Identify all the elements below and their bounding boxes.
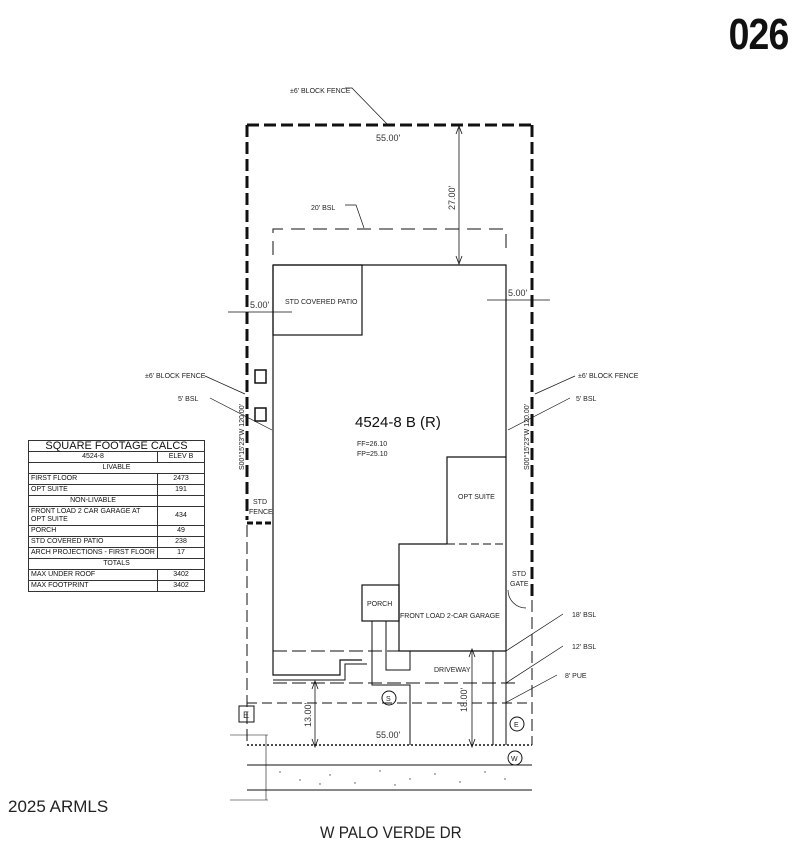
std-fence-label: STD <box>253 499 267 506</box>
house-inner-step <box>273 663 367 681</box>
right-side-dim-label: 5.00' <box>508 288 528 298</box>
copyright: 2025 ARMLS <box>8 797 109 816</box>
front-width-dim: 55.00' <box>376 730 401 740</box>
row-value: 434 <box>157 506 205 526</box>
row-label: MAX FOOTPRINT <box>28 580 158 592</box>
left-bearing-dim: S00°15'23"W 120.00' <box>238 404 246 470</box>
ff-label: FF=26.10 <box>357 441 387 448</box>
meter-icon <box>254 369 267 384</box>
left-bsl-label: 5' BSL <box>178 396 199 403</box>
driveway-label: DRIVEWAY <box>434 667 471 674</box>
front-13-dim-label: 13.00' <box>303 702 313 727</box>
right-bsl-label: 5' BSL <box>576 396 597 403</box>
row-value: 238 <box>157 536 205 548</box>
front-18-dim-label: 18.00' <box>459 687 469 712</box>
garage-label: FRONT LOAD 2-CAR GARAGE <box>400 613 500 620</box>
garage <box>398 543 506 652</box>
row-value: 191 <box>157 484 205 496</box>
section-livable: LIVABLE <box>28 462 205 474</box>
porch-label: PORCH <box>367 601 392 608</box>
std-gate-label-2: GATE <box>510 581 529 588</box>
porch <box>361 584 400 622</box>
section-non-livable: NON-LIVABLE <box>28 495 158 507</box>
front-13-dim <box>311 679 319 749</box>
sewer-icon <box>381 690 397 706</box>
table-elev: ELEV B <box>157 451 205 463</box>
row-label: MAX UNDER ROOF <box>28 569 158 581</box>
row-value: 17 <box>157 547 205 559</box>
electric-label: E <box>514 722 519 729</box>
street-curb <box>247 764 532 791</box>
bsl-18-label: 18' BSL <box>572 612 596 619</box>
std-fence-label-2: FENCE <box>249 509 273 516</box>
water-label: W <box>511 756 518 763</box>
covered-patio <box>272 264 363 336</box>
walkway <box>371 621 411 745</box>
opt-suite-label: OPT SUITE <box>458 494 495 501</box>
row-label: OPT SUITE <box>28 484 158 496</box>
row-value: 3402 <box>157 580 205 592</box>
fp-label: FP=25.10 <box>357 451 388 458</box>
electric-box <box>238 705 255 723</box>
rear-setback-dim-label: 27.00' <box>447 185 457 210</box>
left-side-dim-label: 5.00' <box>250 300 270 310</box>
row-value: 3402 <box>157 569 205 581</box>
electric-box-label: E <box>243 710 249 720</box>
row-label: ARCH PROJECTIONS - FIRST FLOOR <box>28 547 158 559</box>
model-label: 4524-8 B (R) <box>355 414 441 431</box>
patio-label: STD COVERED PATIO <box>285 299 358 306</box>
sewer-label: S <box>386 696 391 703</box>
row-label: FIRST FLOOR <box>28 473 158 485</box>
right-bearing-dim: S00°15'23"W 120.00' <box>523 404 531 470</box>
bsl-12-label: 12' BSL <box>572 644 596 651</box>
row-value: 2473 <box>157 473 205 485</box>
pue-label: 8' PUE <box>565 673 587 680</box>
gate-swing <box>507 589 527 609</box>
row-label: FRONT LOAD 2 CAR GARAGE AT OPT SUITE <box>28 506 158 526</box>
sidewalk-stipple <box>279 770 506 786</box>
opt-suite <box>446 456 506 544</box>
rear-bsl-label: 20' BSL <box>311 205 335 212</box>
rear-width-dim: 55.00' <box>376 133 401 143</box>
water-icon <box>507 750 523 766</box>
electric-icon <box>509 716 525 732</box>
meter-icon <box>254 407 267 422</box>
right-fence-label: ±6' BLOCK FENCE <box>578 373 639 380</box>
std-gate-label: STD <box>512 571 526 578</box>
front-18-dim <box>468 647 476 749</box>
lot-number: 026 <box>728 10 789 59</box>
left-fence-label: ±6' BLOCK FENCE <box>145 373 206 380</box>
rear-bsl <box>272 228 507 255</box>
rear-fence-label: ±6' BLOCK FENCE <box>290 88 351 95</box>
row-label: STD COVERED PATIO <box>28 536 158 548</box>
table-title: SQUARE FOOTAGE CALCS <box>28 440 205 452</box>
driveway <box>492 651 507 745</box>
row-label: PORCH <box>28 525 158 537</box>
row-value: 49 <box>157 525 205 537</box>
table-plan: 4524-8 <box>28 451 158 463</box>
section-totals: TOTALS <box>28 558 205 570</box>
street-name: W PALO VERDE DR <box>320 823 462 842</box>
